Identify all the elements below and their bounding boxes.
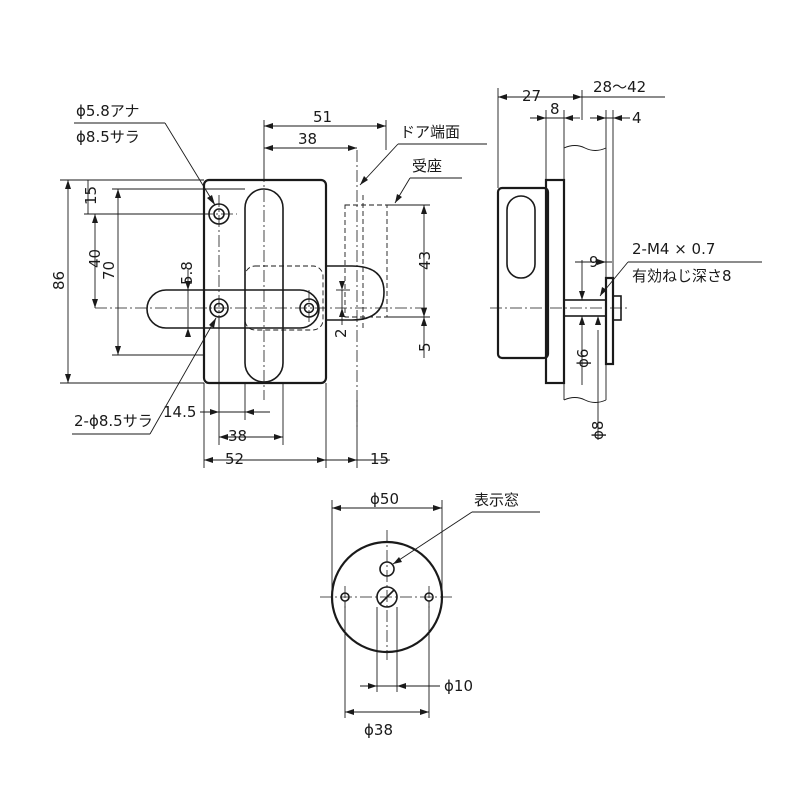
dim-dia-8: ϕ8: [589, 421, 607, 440]
thread-spec: 2-M4 × 0.7: [632, 240, 715, 258]
dim-8: 8: [550, 100, 560, 118]
dim-2: 2: [332, 328, 350, 338]
dim-dia-38: ϕ38: [364, 721, 393, 739]
dim-15-right: 15: [370, 450, 389, 468]
round-view: ϕ50 表示窓 ϕ10 ϕ38: [320, 490, 540, 739]
side-slot: [506, 195, 536, 279]
dim-28-42: 28～42: [593, 78, 646, 96]
dim-14-5: 14.5: [163, 403, 196, 421]
door-edge-label: ドア端面: [400, 123, 460, 141]
latch-housing-hidden: [244, 265, 324, 331]
receiver-label: 受座: [412, 157, 442, 175]
latch-tongue: [326, 265, 385, 321]
dim-51: 51: [313, 108, 332, 126]
thread-depth: 有効ねじ深さ8: [632, 267, 732, 285]
dim-38-top: 38: [298, 130, 317, 148]
dim-40: 40: [86, 249, 104, 268]
dim-dia-6: ϕ6: [574, 349, 592, 368]
dim-5-8: 5.8: [178, 261, 196, 285]
main-plate: [202, 178, 328, 385]
hole-callout-1: ϕ5.8アナ: [76, 102, 139, 120]
dim-9: 9: [589, 253, 599, 271]
dim-dia-10: ϕ10: [444, 677, 473, 695]
dim-dia-50: ϕ50: [370, 490, 399, 508]
dim-86: 86: [50, 271, 68, 290]
dim-5: 5: [416, 342, 434, 352]
dim-27: 27: [522, 87, 541, 105]
side-handle-plate: [496, 186, 550, 360]
side-rose: [604, 276, 615, 366]
dim-70: 70: [100, 261, 118, 280]
window-label: 表示窓: [474, 491, 519, 509]
side-view: 27 28～42 8 4 9 2-M4 × 0.7 有効ねじ深さ8 ϕ6: [490, 78, 762, 440]
hole-callout-2: ϕ8.5サラ: [76, 128, 140, 146]
horizontal-slot: [146, 289, 320, 329]
receiver-plate-hidden: [344, 204, 388, 318]
dim-43: 43: [416, 251, 434, 270]
dim-38-bottom: 38: [228, 427, 247, 445]
dim-52: 52: [225, 450, 244, 468]
bottom-callout: 2-ϕ8.5サラ: [74, 412, 153, 430]
dim-4: 4: [632, 109, 642, 127]
dim-15-top: 15: [82, 186, 100, 205]
front-view: 51 38 86 15 70 40 5.8 ϕ5.: [50, 102, 487, 468]
